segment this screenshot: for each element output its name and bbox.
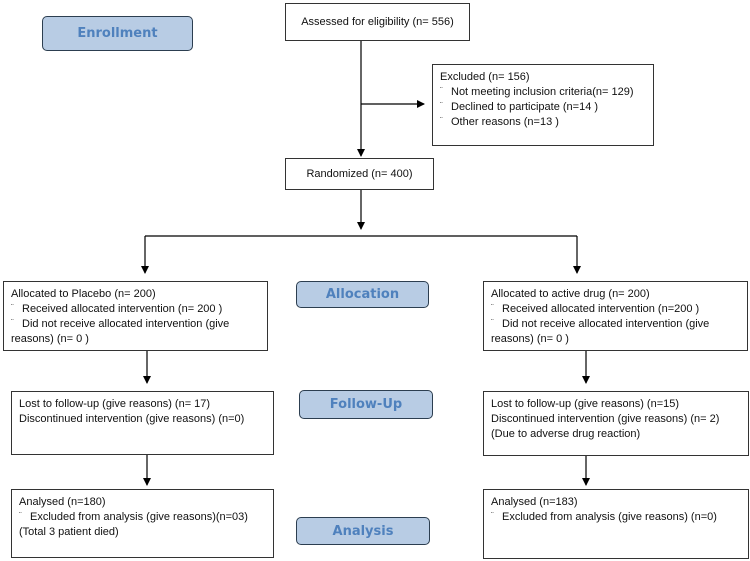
randomized-box: Randomized (n= 400) [285,158,434,190]
stage-follow-up: Follow-Up [299,390,433,419]
placebo-analysis-box: Analysed (n=180) ¨Excluded from analysis… [11,489,274,558]
active-allocation-box: Allocated to active drug (n= 200) ¨Recei… [483,281,748,351]
placebo-received: ¨Received allocated intervention (n= 200… [11,303,223,315]
active-followup-box: Lost to follow-up (give reasons) (n=15) … [483,391,749,456]
active-analysis-box: Analysed (n=183) ¨Excluded from analysis… [483,489,749,559]
active-received: ¨Received allocated intervention (n=200 … [491,303,700,315]
active-excluded-analysis: ¨Excluded from analysis (give reasons) (… [491,511,717,523]
excluded-title: Excluded (n= 156) [440,71,530,83]
placebo-followup-box: Lost to follow-up (give reasons) (n= 17)… [11,391,274,455]
active-discontinued-note: (Due to adverse drug reaction) [491,428,641,440]
stage-enrollment: Enrollment [42,16,193,51]
bullet-icon: ¨ [491,318,494,327]
randomized-text: Randomized (n= 400) [306,167,413,180]
excluded-item: ¨Other reasons (n=13 ) [440,116,559,128]
placebo-analysis-note: (Total 3 patient died) [19,526,119,538]
placebo-allocation-box: Allocated to Placebo (n= 200) ¨Received … [3,281,268,351]
excluded-box: Excluded (n= 156) ¨Not meeting inclusion… [432,64,654,146]
stage-analysis: Analysis [296,517,430,545]
placebo-discontinued: Discontinued intervention (give reasons)… [19,413,245,425]
active-not-received-cont: reasons) (n= 0 ) [491,333,569,345]
placebo-lost-followup: Lost to follow-up (give reasons) (n= 17) [19,398,211,410]
excluded-item: ¨Not meeting inclusion criteria(n= 129) [440,86,634,98]
placebo-excluded-analysis: ¨Excluded from analysis (give reasons)(n… [19,511,248,523]
active-lost-followup: Lost to follow-up (give reasons) (n=15) [491,398,680,410]
active-allocation-title: Allocated to active drug (n= 200) [491,288,650,300]
bullet-icon: ¨ [440,116,443,125]
placebo-analysed: Analysed (n=180) [19,496,106,508]
assessed-box: Assessed for eligibility (n= 556) [285,3,470,41]
bullet-icon: ¨ [491,511,494,520]
active-analysed: Analysed (n=183) [491,496,578,508]
excluded-item: ¨Declined to participate (n=14 ) [440,101,599,113]
bullet-icon: ¨ [11,318,14,327]
bullet-icon: ¨ [440,86,443,95]
bullet-icon: ¨ [11,303,14,312]
bullet-icon: ¨ [440,101,443,110]
bullet-icon: ¨ [491,303,494,312]
placebo-not-received: ¨Did not receive allocated intervention … [11,318,230,330]
active-discontinued: Discontinued intervention (give reasons)… [491,413,720,425]
active-not-received: ¨Did not receive allocated intervention … [491,318,710,330]
placebo-not-received-cont: reasons) (n= 0 ) [11,333,89,345]
assessed-text: Assessed for eligibility (n= 556) [301,15,454,28]
placebo-allocation-title: Allocated to Placebo (n= 200) [11,288,156,300]
bullet-icon: ¨ [19,511,22,520]
stage-allocation: Allocation [296,281,429,308]
